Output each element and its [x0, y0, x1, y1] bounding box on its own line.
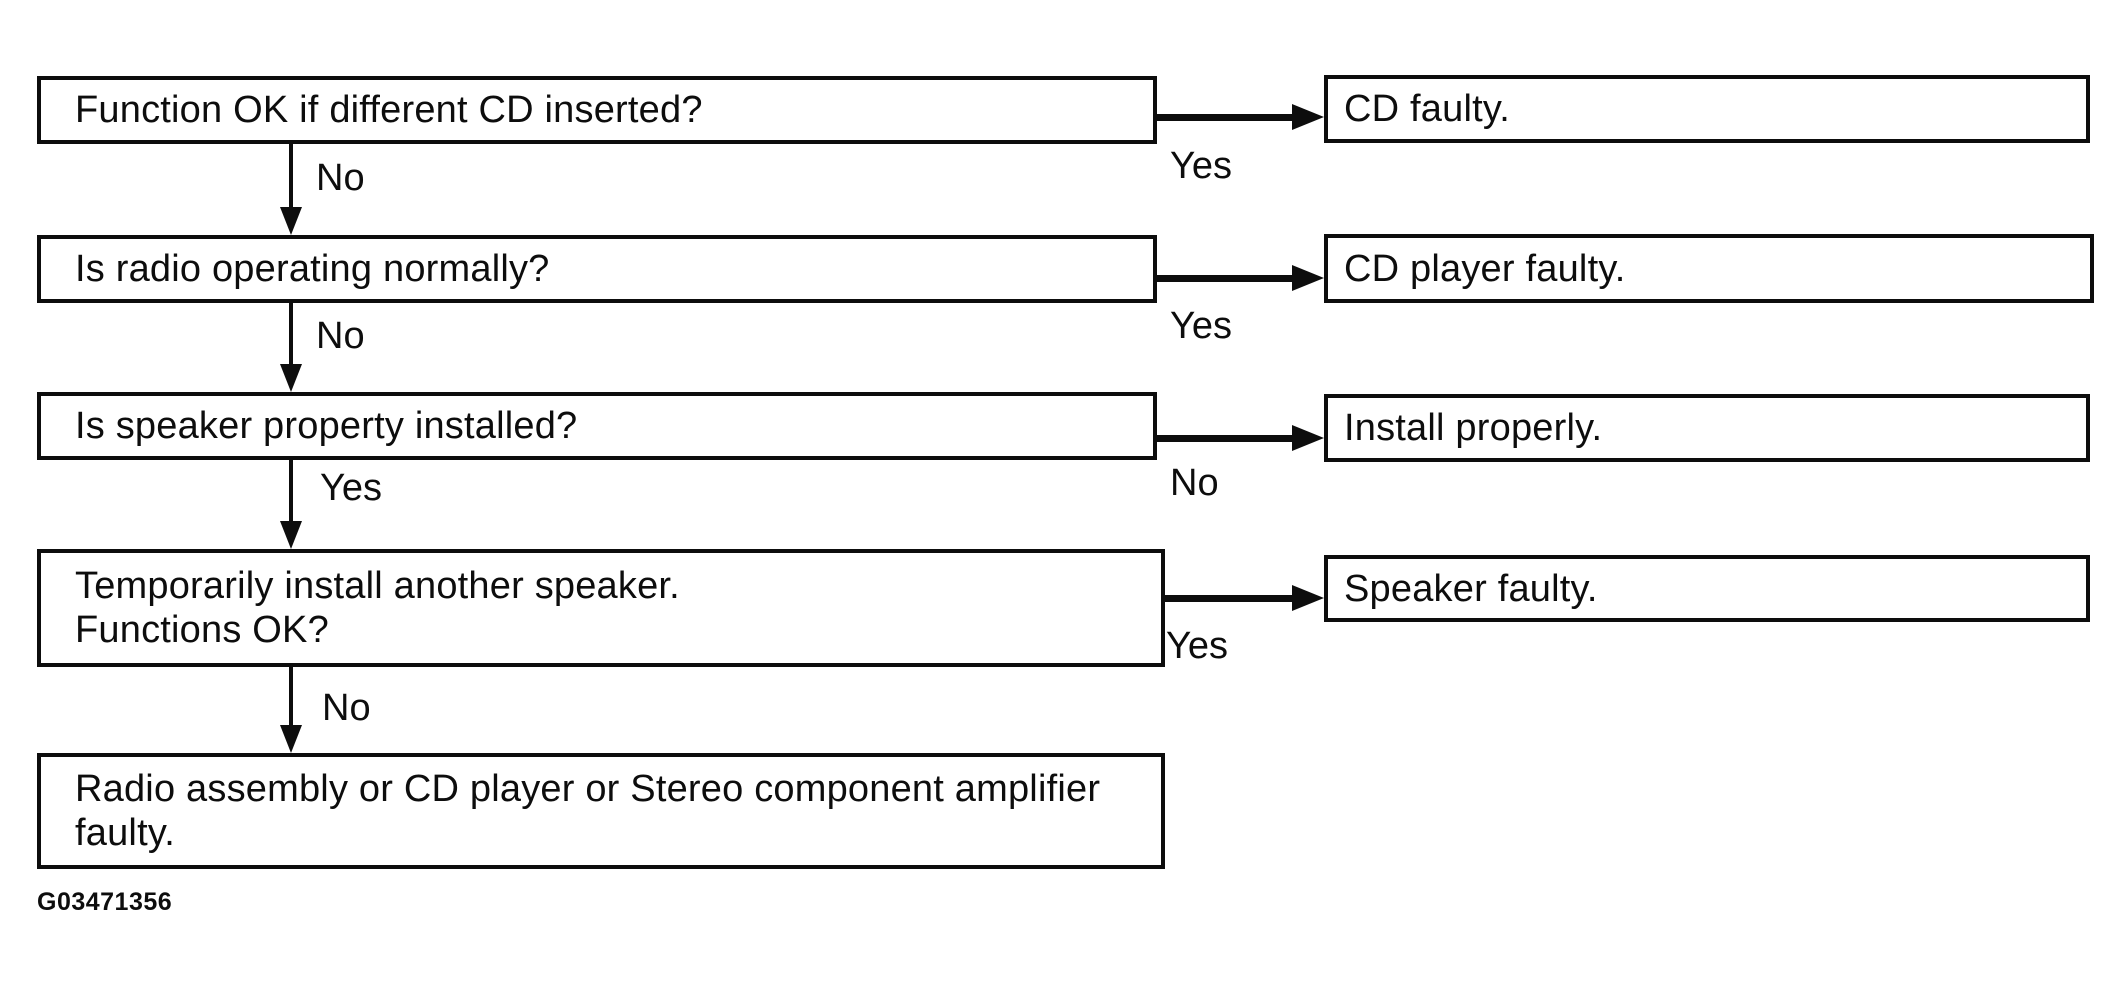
connector-line-q2-r2 — [1157, 275, 1293, 282]
result-box-speaker-faulty: Speaker faulty. — [1324, 555, 2090, 622]
decision-box-different-cd-text: Function OK if different CD inserted? — [75, 89, 703, 131]
connector-line-q1-q2 — [289, 144, 293, 207]
right-arrow-icon-q2-r2 — [1292, 265, 1324, 291]
result-box-radio-assembly-faulty: Radio assembly or CD player or Stereo co… — [37, 753, 1165, 869]
edge-label-q2-no: No — [316, 315, 365, 357]
right-arrow-icon-q1-r1 — [1292, 104, 1324, 130]
decision-box-different-cd: Function OK if different CD inserted? — [37, 76, 1157, 144]
result-box-cd-faulty-text: CD faulty. — [1344, 88, 1511, 130]
decision-box-speaker-installed-text: Is speaker property installed? — [75, 405, 578, 447]
edge-label-q1-no: No — [316, 157, 365, 199]
decision-box-radio-operating: Is radio operating normally? — [37, 235, 1157, 303]
result-box-radio-assembly-faulty-text: Radio assembly or CD player or Stereo co… — [75, 768, 1101, 854]
down-arrow-icon-q1-q2 — [280, 207, 302, 235]
right-arrow-icon-q3-r3 — [1292, 425, 1324, 451]
connector-line-q3-r3 — [1157, 435, 1293, 442]
edge-label-q3-yes: Yes — [320, 467, 382, 509]
connector-line-q2-q3 — [289, 303, 293, 364]
result-box-cd-player-faulty: CD player faulty. — [1324, 234, 2094, 303]
decision-box-radio-operating-text: Is radio operating normally? — [75, 248, 550, 290]
edge-label-q1-yes: Yes — [1170, 145, 1232, 187]
result-box-cd-player-faulty-text: CD player faulty. — [1344, 247, 1626, 290]
edge-label-q4-yes: Yes — [1166, 625, 1228, 667]
edge-label-q4-no: No — [322, 687, 371, 729]
down-arrow-icon-q2-q3 — [280, 364, 302, 392]
decision-box-another-speaker: Temporarily install another speaker. Fun… — [37, 549, 1165, 667]
connector-line-q1-r1 — [1157, 114, 1293, 121]
result-box-cd-faulty: CD faulty. — [1324, 75, 2090, 143]
edge-label-q3-no: No — [1170, 462, 1219, 504]
result-box-speaker-faulty-text: Speaker faulty. — [1344, 567, 1598, 610]
connector-line-q4-final — [289, 667, 293, 725]
result-box-install-properly-text: Install properly. — [1344, 407, 1603, 449]
down-arrow-icon-q4-final — [280, 725, 302, 753]
connector-line-q4-r4 — [1165, 595, 1293, 602]
result-box-install-properly: Install properly. — [1324, 394, 2090, 462]
decision-box-speaker-installed: Is speaker property installed? — [37, 392, 1157, 460]
decision-box-another-speaker-text: Temporarily install another speaker. Fun… — [75, 565, 680, 651]
figure-id-label: G03471356 — [37, 888, 173, 916]
edge-label-q2-yes: Yes — [1170, 305, 1232, 347]
down-arrow-icon-q3-q4 — [280, 521, 302, 549]
connector-line-q3-q4 — [289, 460, 293, 521]
right-arrow-icon-q4-r4 — [1292, 585, 1324, 611]
